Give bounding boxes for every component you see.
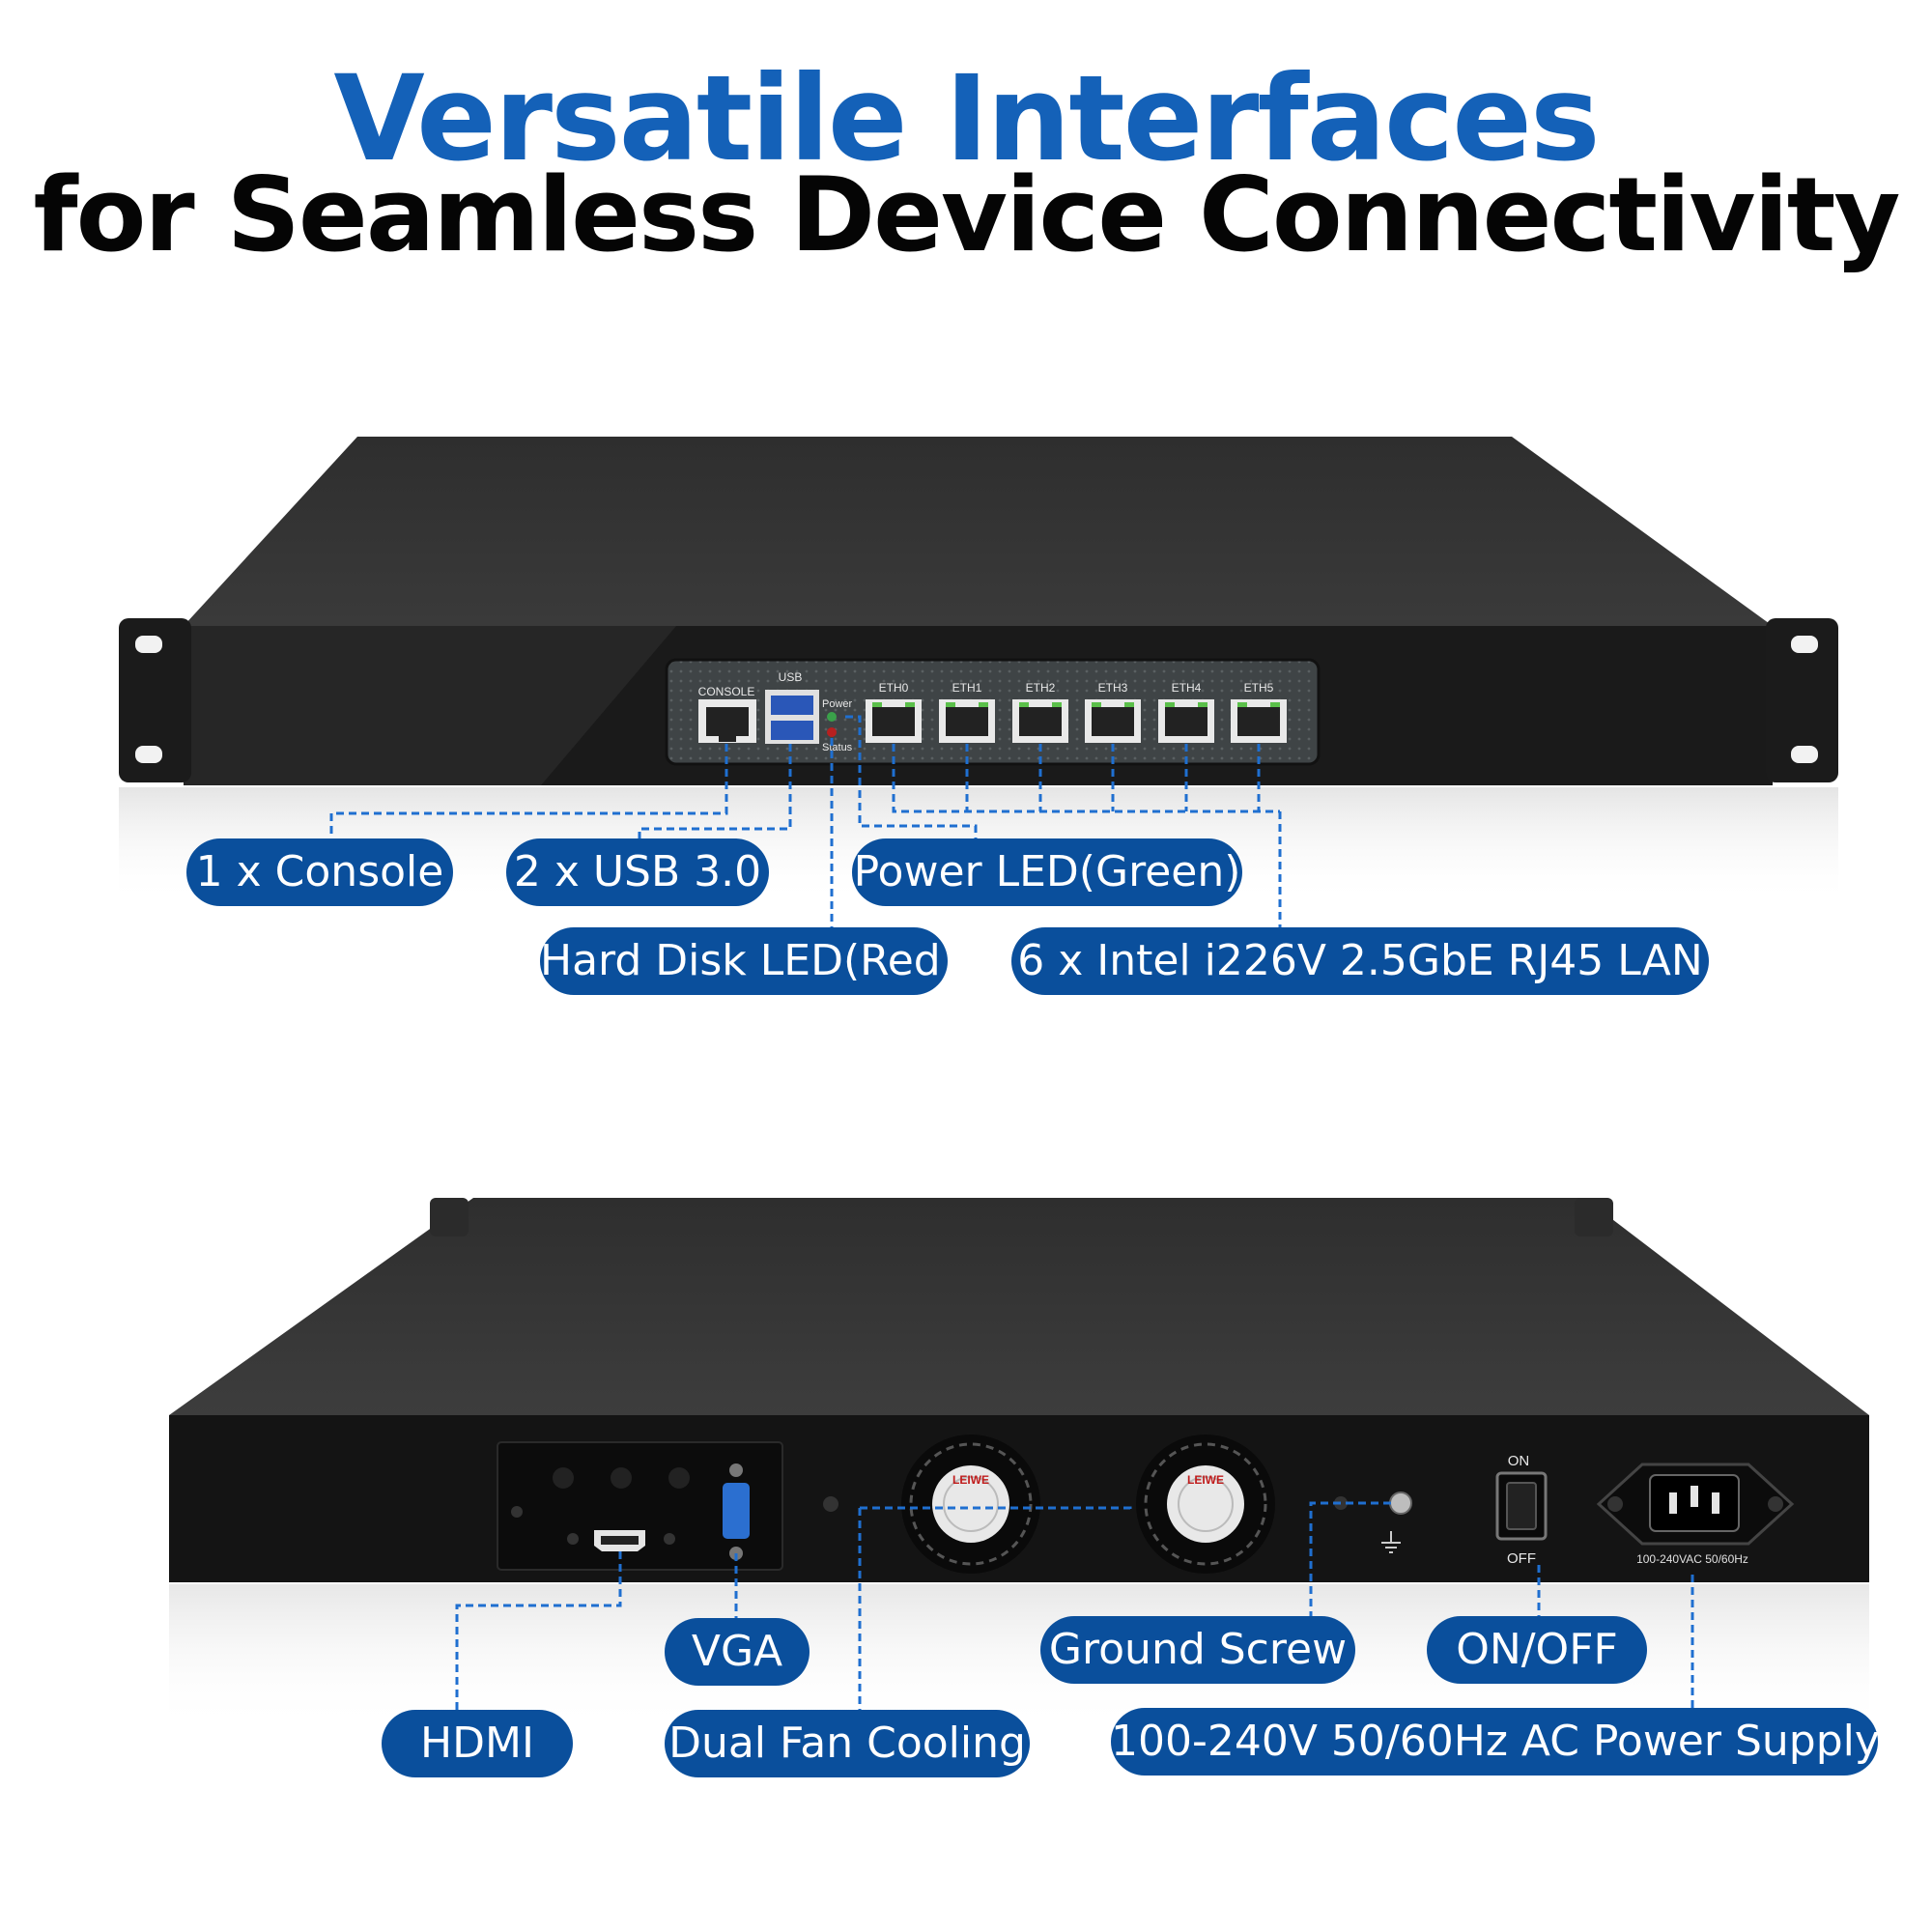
eth-port-3[interactable]: [1085, 699, 1141, 743]
eth-port-4[interactable]: [1158, 699, 1214, 743]
power-inlet[interactable]: [1596, 1463, 1795, 1546]
callout-hdd-led: Hard Disk LED(Red): [540, 927, 957, 995]
fan-left-brand: LEIWE: [952, 1473, 989, 1487]
callout-power-supply: 100-240V 50/60Hz AC Power Supply: [1111, 1708, 1880, 1776]
hdmi-port[interactable]: [594, 1530, 645, 1551]
callout-console: 1 x Console: [186, 838, 453, 906]
callout-power-led: Power LED(Green): [852, 838, 1242, 906]
rear-fan-left: LEIWE: [901, 1435, 1040, 1574]
callout-switch: ON/OFF: [1427, 1616, 1647, 1684]
front-rack-ear-left: [119, 618, 191, 782]
power-led: [827, 712, 837, 722]
eth-port-label-2: ETH2: [1026, 681, 1056, 695]
front-rack-ear-right: [1766, 618, 1838, 782]
vga-port[interactable]: [723, 1463, 750, 1560]
front-chassis-top: [184, 437, 1773, 626]
switch-on-label: ON: [1508, 1453, 1530, 1469]
eth-port-label-5: ETH5: [1244, 681, 1274, 695]
eth-port-label-3: ETH3: [1098, 681, 1128, 695]
rear-chassis-top: [169, 1198, 1869, 1415]
callout-fan: Dual Fan Cooling: [665, 1710, 1030, 1777]
callout-ground: Ground Screw: [1040, 1616, 1355, 1684]
callout-vga: VGA: [665, 1618, 810, 1686]
eth-port-0[interactable]: [866, 699, 922, 743]
callout-lan: 6 x Intel i226V 2.5GbE RJ45 LAN: [1011, 927, 1709, 995]
status-led: [827, 727, 837, 737]
fan-right-brand: LEIWE: [1187, 1473, 1224, 1487]
rear-fan-right: LEIWE: [1136, 1435, 1275, 1574]
console-port-label: CONSOLE: [698, 685, 755, 698]
usb-ports[interactable]: [765, 690, 819, 744]
ground-symbol-icon: [1381, 1531, 1401, 1553]
page-subtitle: for Seamless Device Connectivity: [33, 156, 1900, 274]
psu-rating-label: 100-240VAC 50/60Hz: [1636, 1552, 1748, 1566]
callout-hdmi: HDMI: [382, 1710, 573, 1777]
eth-port-label-4: ETH4: [1172, 681, 1202, 695]
page-title: Versatile Interfaces: [333, 50, 1600, 187]
power-led-label: Power: [822, 698, 853, 710]
switch-off-label: OFF: [1507, 1550, 1536, 1567]
console-port[interactable]: [698, 699, 756, 743]
callout-usb: 2 x USB 3.0: [506, 838, 769, 906]
usb-port-label: USB: [779, 670, 803, 684]
eth-port-label-1: ETH1: [952, 681, 982, 695]
eth-port-2[interactable]: [1012, 699, 1068, 743]
status-led-label: Status: [822, 742, 853, 753]
eth-port-1[interactable]: [939, 699, 995, 743]
eth-port-5[interactable]: [1231, 699, 1287, 743]
eth-port-label-0: ETH0: [879, 681, 909, 695]
